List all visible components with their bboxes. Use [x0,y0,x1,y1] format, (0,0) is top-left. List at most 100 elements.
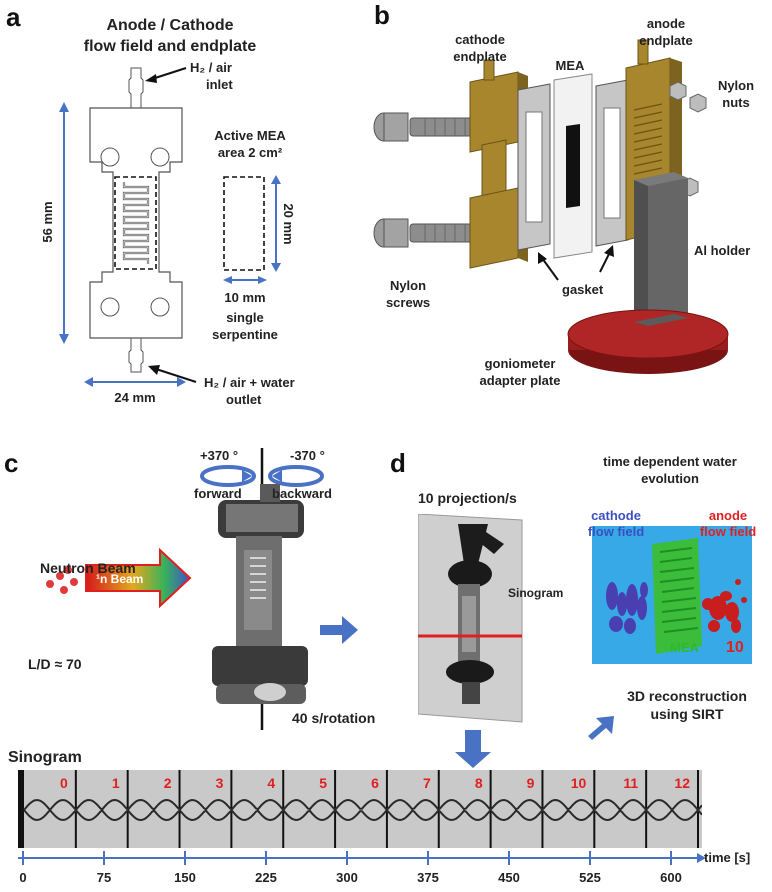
sinogram-trace [23,808,702,822]
width-label: 24 mm [114,390,156,405]
mea-sheet [553,73,593,259]
serpentine-label-2: serpentine [212,327,278,342]
inlet-label: H₂ / air [190,60,232,75]
active-area-box [114,176,157,270]
neutron-beam-label: Neutron Beam [40,560,136,576]
cell-radiograph [212,484,308,704]
rotation-time-label: 40 s/rotation [292,710,376,726]
evolution-label-2: evolution [641,471,699,486]
beam-arrow-label: ¹n Beam [96,572,144,586]
gasket-left [517,83,551,251]
recon-mea-label: MEA [670,640,699,655]
panel-label-b: b [374,0,390,30]
projection-rate-label: 10 projection/s [418,490,517,506]
time-axis: 0 75 150 225 300 375 450 525 600 [18,851,706,885]
sinogram-title: Sinogram [8,749,82,766]
nylon-screws-label-1: Nylon [389,278,427,293]
mea-label: MEA [555,58,585,73]
evolution-label-1: time dependent water [603,454,737,469]
goniometer-label-2: adapter plate [479,373,561,388]
active-area-label-2: area 2 cm² [217,145,283,160]
sinogram-trace [23,798,702,812]
rotation-number: 3 [216,775,224,791]
rotation-number: 7 [423,775,431,791]
flow-field-drawing [59,67,281,387]
projection-image [418,514,523,723]
axis-tick-label: 600 [660,870,682,885]
area-width-label: 10 mm [224,290,266,305]
anode-endplate-label-1: anode [646,16,686,31]
outlet-label-2: outlet [226,392,262,407]
rotation-number: 8 [475,775,483,791]
panel-label-a: a [6,2,21,32]
panel-a-title-line2: flow field and endplate [83,38,257,55]
forward-label: forward [194,486,242,501]
al-holder-label: Al holder [694,243,751,258]
cathode-endplate-label-2: endplate [453,49,507,64]
neutron-dot [56,572,64,580]
cathode-ff-label-1: cathode [591,508,641,523]
bolt-hole [150,297,170,317]
rotation-number: 4 [267,775,275,791]
inlet-pointer [151,67,187,80]
neutron-dot [46,580,54,588]
flow-arrow-down [455,730,491,768]
active-area-detail-box [223,176,265,271]
time-axis-label: time [s] [704,850,751,865]
nylon-nut [669,81,687,101]
rotation-number: 0 [60,775,68,791]
axis-tick-label: 450 [498,870,520,885]
area-height-label: 20 mm [281,203,296,245]
backward-label: backward [272,486,332,501]
gasket-label: gasket [562,282,604,297]
neutron-beam-arrow [85,547,192,609]
exploded-cell-drawing [373,39,729,374]
neutron-dot [60,586,68,594]
panel-label-c: c [4,448,19,478]
axis-tick-label: 525 [579,870,601,885]
goniometer-label-1: goniometer [484,356,556,371]
nylon-nuts-label-1: Nylon [717,78,755,93]
recon-label-2: using SIRT [650,706,724,722]
active-area-label-1: Active MEA [214,128,286,143]
nylon-screws-label-2: screws [385,295,431,310]
axis-tick-label: 150 [174,870,196,885]
axis-tick-label: 75 [97,870,111,885]
axis-tick-label: 300 [336,870,358,885]
rotation-arrow-forward [200,465,256,487]
axis-tick-label: 375 [417,870,439,885]
rotation-number: 6 [371,775,379,791]
nylon-nuts-label-2: nuts [722,95,750,110]
rotation-number: 9 [527,775,535,791]
recon-frame-number: 10 [726,639,744,656]
inlet-label-2: inlet [206,77,233,92]
rotation-number: 1 [112,775,120,791]
axis-tick-label: 225 [255,870,277,885]
outlet-nozzle [128,337,144,373]
al-holder [634,172,688,344]
anode-ff-label-2: flow field [699,524,757,539]
bolt-hole [100,147,120,167]
neutron-dot [64,566,72,574]
rotation-number: 10 [571,775,587,791]
cathode-ff-label-2: flow field [587,524,645,539]
anode-endplate-label-2: endplate [639,33,693,48]
flow-arrow-diagonal [588,716,614,740]
panel-a-title-line1: Anode / Cathode [106,17,234,34]
rotation-number: 5 [319,775,327,791]
recon-label-1: 3D reconstruction [627,688,747,704]
serpentine-label-1: single [226,310,264,325]
axis-tick-label: 0 [19,870,26,885]
endplate-outline [89,107,183,339]
angle-forward-label: +370 ° [200,448,239,463]
ld-ratio-label: L/D ≈ 70 [28,656,82,672]
sinogram-inline-label: Sinogram [508,586,564,600]
cathode-endplate [469,59,528,269]
anode-ff-label-1: anode [708,508,748,523]
reconstruction-image [592,526,752,664]
outlet-pointer [155,368,197,383]
rotation-number: 12 [674,775,690,791]
gasket-right [595,79,629,247]
outlet-label: H₂ / air + water [204,375,295,390]
